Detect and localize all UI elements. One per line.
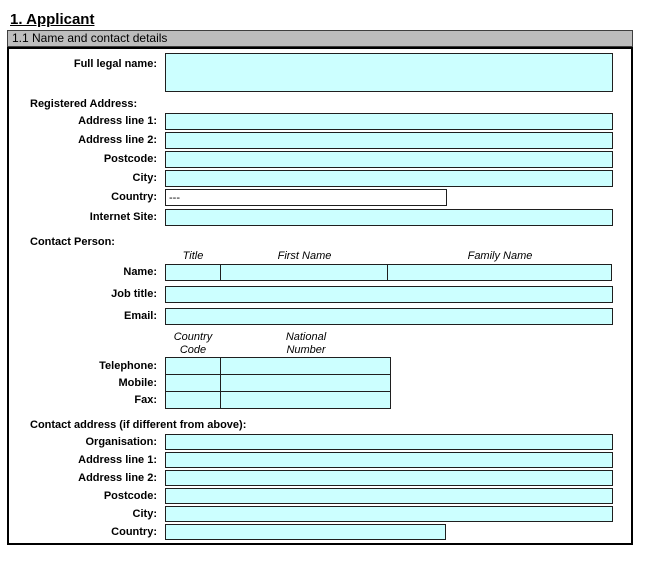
telephone-national-number-input[interactable]	[220, 357, 391, 375]
contact-city-label: City:	[132, 507, 157, 520]
name-fields	[165, 264, 612, 281]
phone-column-headers: Country Code National Number	[165, 331, 631, 357]
contact-address-heading: Contact address (if different from above…	[30, 419, 247, 431]
mobile-national-number-input[interactable]	[220, 374, 391, 392]
registered-address-line2-row: Address line 2:	[9, 132, 631, 149]
applicant-form: Full legal name: Registered Address: Add…	[7, 47, 633, 545]
contact-address-line1-row: Address line 1:	[9, 452, 631, 468]
organisation-label: Organisation:	[85, 435, 157, 448]
telephone-row: Telephone:	[9, 357, 631, 375]
mobile-row: Mobile:	[9, 374, 631, 392]
email-row: Email:	[9, 308, 631, 325]
registered-city-input[interactable]	[165, 170, 613, 187]
contact-person-heading: Contact Person:	[30, 236, 115, 248]
contact-address-line-1-label: Address line 1:	[78, 453, 157, 466]
internet-site-row: Internet Site:	[9, 209, 631, 226]
full-legal-name-input[interactable]	[165, 53, 613, 92]
fax-fields	[165, 391, 391, 409]
mobile-country-code-input[interactable]	[165, 374, 221, 392]
section-header-bar: 1.1 Name and contact details	[7, 30, 633, 47]
family-name-column-header: Family Name	[467, 250, 533, 262]
job-title-label: Job title:	[111, 288, 157, 300]
postcode-label: Postcode:	[103, 153, 157, 165]
contact-country-row: Country:	[9, 524, 631, 540]
registered-postcode-input[interactable]	[165, 151, 613, 168]
contact-country-label: Country:	[111, 525, 157, 538]
contact-organisation-input[interactable]	[165, 434, 613, 450]
registered-country-row: Country:	[9, 189, 631, 206]
family-name-input[interactable]	[387, 264, 612, 281]
job-title-input[interactable]	[165, 286, 613, 303]
registered-address-line-2-input[interactable]	[165, 132, 613, 149]
fax-row: Fax:	[9, 391, 631, 409]
page-title: 1. Applicant	[10, 11, 95, 28]
first-name-column-header: First Name	[277, 250, 332, 262]
email-input[interactable]	[165, 308, 613, 325]
registered-address-heading: Registered Address:	[30, 98, 138, 110]
registered-address-line-1-input[interactable]	[165, 113, 613, 130]
address-line-1-label: Address line 1:	[78, 115, 157, 127]
country-code-column-header: Country Code	[173, 331, 213, 356]
country-label: Country:	[111, 191, 157, 203]
contact-address-line-2-input[interactable]	[165, 470, 613, 486]
telephone-label: Telephone:	[99, 359, 157, 372]
telephone-fields	[165, 357, 391, 375]
job-title-row: Job title:	[9, 286, 631, 303]
name-label: Name:	[123, 266, 157, 278]
first-name-input[interactable]	[220, 264, 388, 281]
national-number-column-header: National Number	[285, 331, 327, 356]
internet-site-input[interactable]	[165, 209, 613, 226]
name-column-headers: Title First Name Family Name	[165, 250, 631, 263]
contact-address-line-1-input[interactable]	[165, 452, 613, 468]
section-header-label: 1.1 Name and contact details	[12, 31, 168, 45]
internet-site-label: Internet Site:	[89, 211, 157, 223]
full-legal-name-label: Full legal name:	[73, 58, 157, 70]
mobile-fields	[165, 374, 391, 392]
contact-address-line2-row: Address line 2:	[9, 470, 631, 486]
contact-organisation-row: Organisation:	[9, 434, 631, 450]
registered-address-line1-row: Address line 1:	[9, 113, 631, 130]
registered-country-select[interactable]	[165, 189, 447, 206]
fax-national-number-input[interactable]	[220, 391, 391, 409]
fax-label: Fax:	[134, 393, 157, 406]
full-legal-name-row: Full legal name:	[9, 53, 631, 92]
contact-address-line-2-label: Address line 2:	[78, 471, 157, 484]
contact-country-input[interactable]	[165, 524, 446, 540]
name-row: Name:	[9, 264, 631, 281]
telephone-country-code-input[interactable]	[165, 357, 221, 375]
mobile-label: Mobile:	[118, 376, 158, 389]
contact-postcode-input[interactable]	[165, 488, 613, 504]
contact-postcode-row: Postcode:	[9, 488, 631, 504]
contact-city-row: City:	[9, 506, 631, 522]
city-label: City:	[132, 172, 157, 184]
address-line-2-label: Address line 2:	[78, 134, 157, 146]
contact-city-input[interactable]	[165, 506, 613, 522]
email-label: Email:	[123, 310, 157, 322]
name-title-input[interactable]	[165, 264, 221, 281]
title-column-header: Title	[182, 250, 204, 262]
registered-postcode-row: Postcode:	[9, 151, 631, 168]
fax-country-code-input[interactable]	[165, 391, 221, 409]
contact-postcode-label: Postcode:	[103, 489, 157, 502]
registered-city-row: City:	[9, 170, 631, 187]
